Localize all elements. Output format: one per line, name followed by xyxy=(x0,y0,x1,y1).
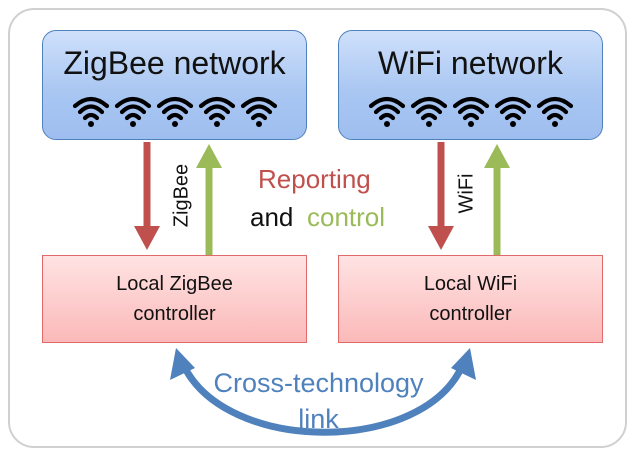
zigbee-signal-icons xyxy=(43,93,306,134)
zigbee-controller-label: Local ZigBee controller xyxy=(116,273,233,325)
wifi-reporting-arrow xyxy=(428,142,454,250)
cross-technology-label: Cross-technology xyxy=(213,368,424,398)
zigbee-control-arrow xyxy=(196,144,222,255)
wifi-signal-icon xyxy=(535,93,575,134)
wifi-signal-icon xyxy=(113,93,153,134)
link-label: link xyxy=(298,404,339,434)
wifi-signal-icon xyxy=(493,93,533,134)
zigbee-network-title: ZigBee network xyxy=(63,45,286,81)
zigbee-network-box: ZigBee network xyxy=(42,30,307,140)
wifi-network-box: WiFi network xyxy=(338,30,603,140)
wifi-control-arrow xyxy=(484,144,510,255)
reporting-label: Reporting xyxy=(258,164,371,194)
zigbee-controller-box: Local ZigBee controller xyxy=(42,255,307,343)
wifi-signal-icon xyxy=(71,93,111,134)
wifi-signal-icon xyxy=(367,93,407,134)
wifi-signal-icon xyxy=(409,93,449,134)
cross-technology-link-arrow xyxy=(170,348,476,436)
wifi-signal-icon xyxy=(197,93,237,134)
and-label: and xyxy=(250,202,294,232)
wifi-signal-icon xyxy=(451,93,491,134)
wifi-signal-icons xyxy=(339,93,602,134)
wifi-arrow-label: WiFi xyxy=(455,173,478,214)
wifi-signal-icon xyxy=(155,93,195,134)
zigbee-arrow-label: ZigBee xyxy=(170,163,193,228)
control-label: control xyxy=(307,202,386,232)
wifi-controller-box: Local WiFi controller xyxy=(338,255,603,343)
wifi-signal-icon xyxy=(239,93,279,134)
wifi-network-title: WiFi network xyxy=(378,45,563,81)
zigbee-reporting-arrow xyxy=(134,142,160,250)
wifi-controller-label: Local WiFi controller xyxy=(423,273,518,325)
